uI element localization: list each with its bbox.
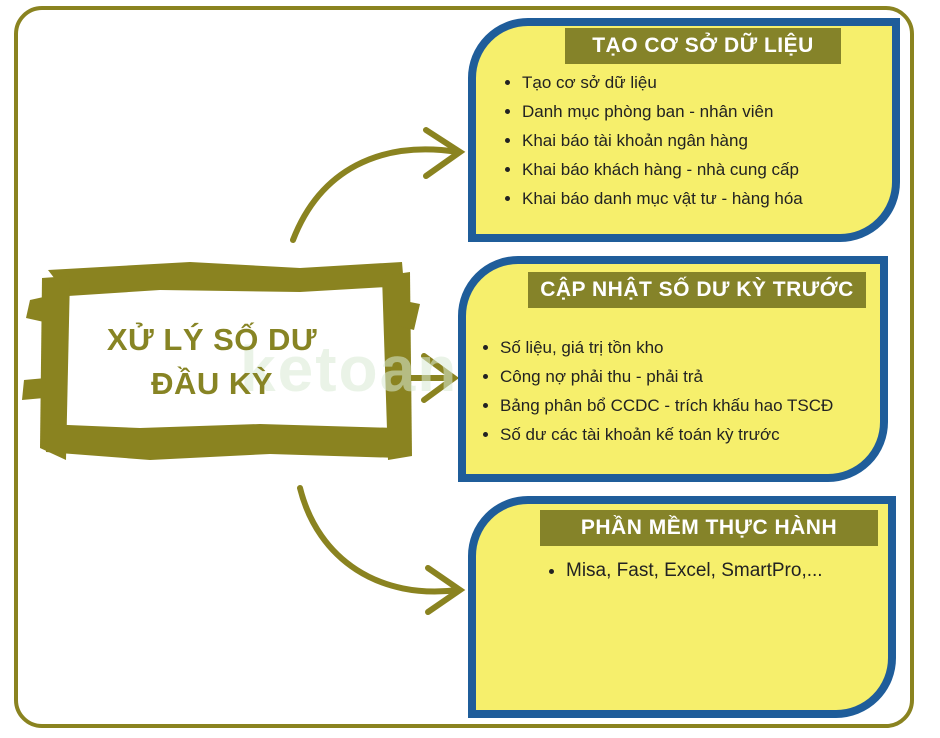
central-topic-line-2: ĐẦU KỲ bbox=[151, 366, 273, 401]
list-item: Danh mục phòng ban - nhân viên bbox=[522, 97, 902, 126]
list-item: Khai báo danh mục vật tư - hàng hóa bbox=[522, 184, 902, 213]
arrow-head-1 bbox=[423, 127, 466, 179]
list-item: Tạo cơ sở dữ liệu bbox=[522, 68, 902, 97]
list-item: Số dư các tài khoản kế toán kỳ trước bbox=[500, 420, 900, 449]
list-item: Bảng phân bổ CCDC - trích khấu hao TSCĐ bbox=[500, 391, 900, 420]
arrow-head-3 bbox=[425, 565, 466, 615]
arrows bbox=[290, 127, 466, 615]
box-1-list: Tạo cơ sở dữ liệu Danh mục phòng ban - n… bbox=[502, 68, 902, 213]
arrow-head-2 bbox=[421, 353, 460, 403]
box-2-list: Số liệu, giá trị tồn kho Công nợ phải th… bbox=[480, 333, 900, 449]
box-2-title: CẬP NHẬT SỐ DƯ KỲ TRƯỚC bbox=[528, 272, 866, 308]
box-1-title: TẠO CƠ SỞ DỮ LIỆU bbox=[565, 28, 841, 64]
brush-frame bbox=[22, 262, 420, 460]
box-3-list: Misa, Fast, Excel, SmartPro,... bbox=[546, 556, 906, 585]
box-3-title: PHẦN MỀM THỰC HÀNH bbox=[540, 510, 878, 546]
list-item: Khai báo tài khoản ngân hàng bbox=[522, 126, 902, 155]
list-item: Misa, Fast, Excel, SmartPro,... bbox=[566, 556, 906, 585]
list-item: Khai báo khách hàng - nhà cung cấp bbox=[522, 155, 902, 184]
arrow-to-box-3 bbox=[297, 485, 461, 595]
central-topic-line-1: XỬ LÝ SỐ DƯ bbox=[106, 322, 318, 357]
list-item: Số liệu, giá trị tồn kho bbox=[500, 333, 900, 362]
arrow-to-box-1 bbox=[290, 146, 461, 243]
central-topic: XỬ LÝ SỐ DƯ ĐẦU KỲ bbox=[62, 318, 362, 406]
list-item: Công nợ phải thu - phải trả bbox=[500, 362, 900, 391]
